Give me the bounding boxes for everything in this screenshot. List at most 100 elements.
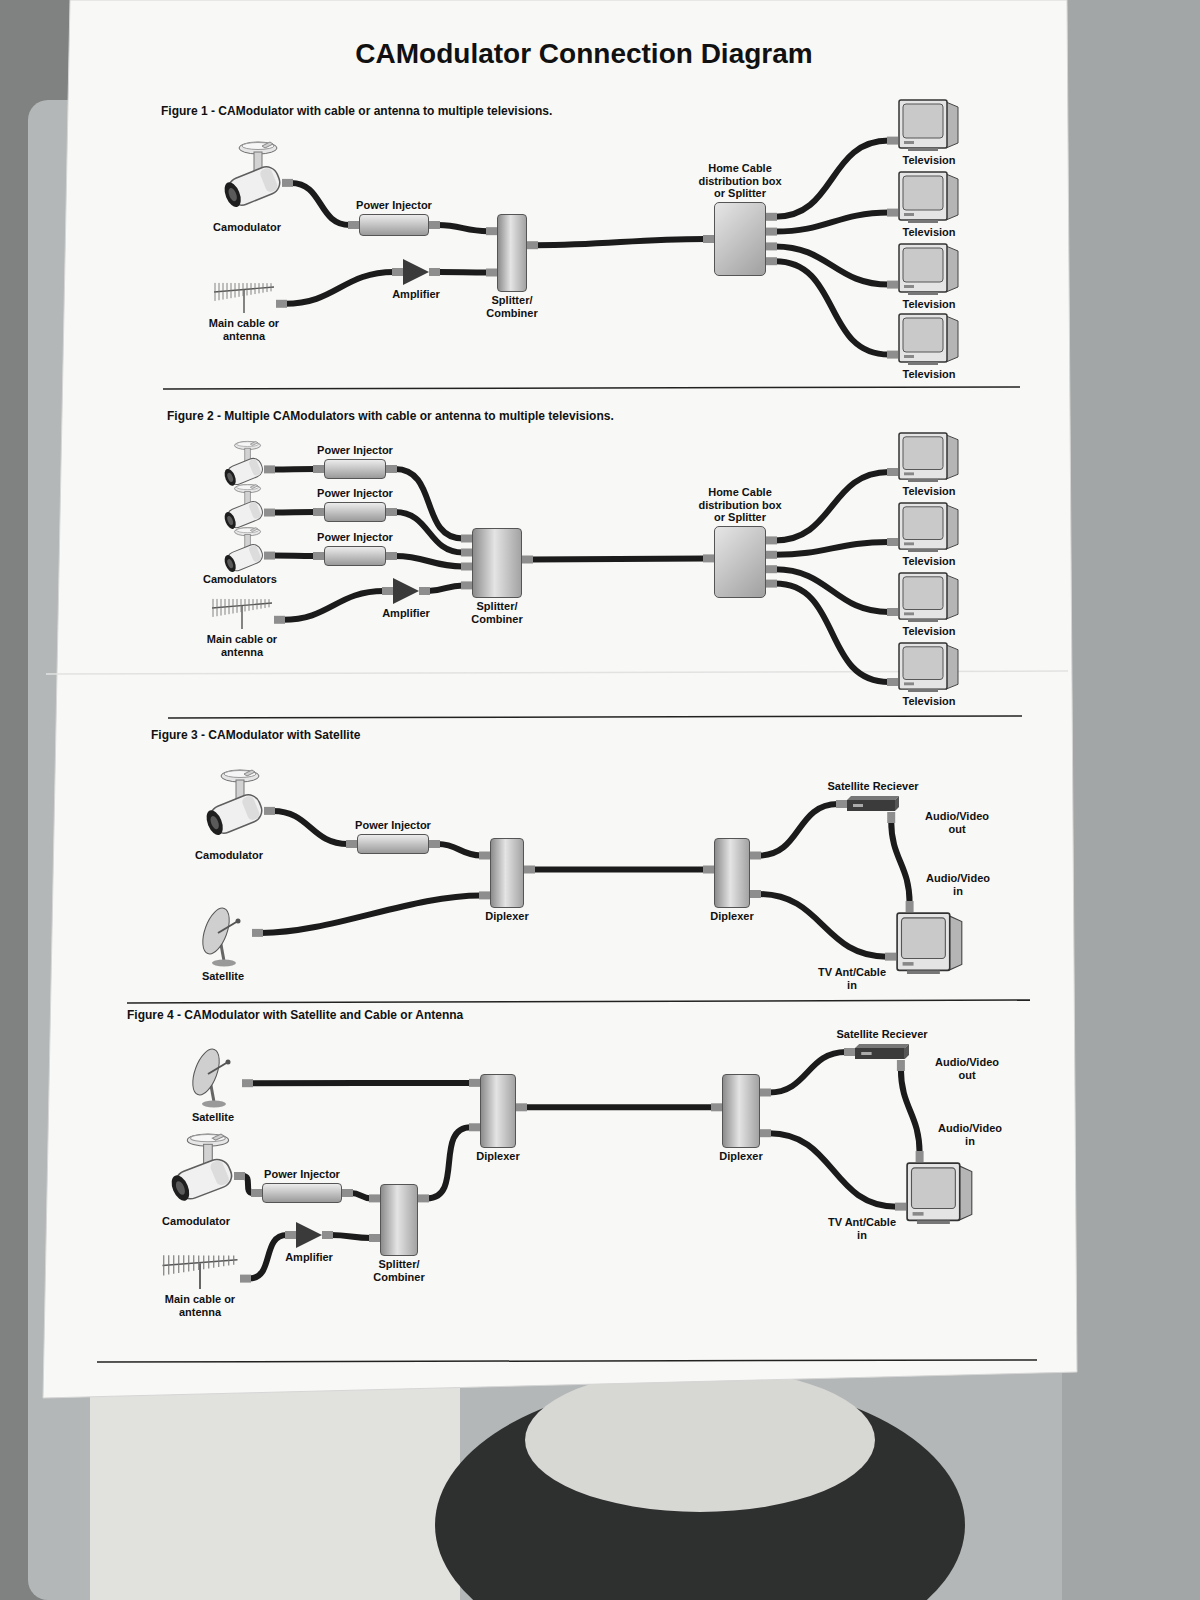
icon-part	[168, 1255, 169, 1274]
cable-plug	[274, 616, 285, 624]
cable-plug	[264, 552, 275, 560]
icon-part	[904, 355, 914, 358]
coax-cable	[766, 141, 898, 217]
television-icon: Television	[898, 171, 960, 223]
icon-part	[263, 283, 264, 293]
coax-cable	[429, 225, 497, 231]
television-icon	[898, 243, 960, 295]
icon-part	[222, 528, 265, 575]
separator-line	[163, 387, 1020, 389]
cable-line	[891, 821, 909, 903]
node-label: Power Injector	[317, 531, 393, 544]
icon-part	[946, 246, 958, 292]
cable-plug	[887, 538, 898, 546]
television-icon: Television	[898, 502, 960, 552]
icon-part	[202, 1101, 226, 1108]
node-label: Splitter/ Combiner	[370, 1258, 428, 1283]
icon-part	[247, 283, 248, 295]
icon-part	[250, 528, 258, 532]
coax-cable	[386, 556, 472, 567]
cable-plug	[348, 221, 359, 229]
separator-line	[97, 1360, 1037, 1362]
coax-cable	[766, 213, 898, 232]
amplifier-triangle: Amplifier	[393, 578, 419, 604]
cable-plug	[766, 580, 777, 588]
satellite-dish: Satellite	[184, 1046, 242, 1108]
icon-part	[895, 796, 899, 811]
coax-cable	[766, 542, 898, 555]
figure-caption: Figure 2 - Multiple CAModulators with ca…	[167, 409, 614, 423]
cable-line	[769, 1052, 846, 1093]
coax-cable	[766, 261, 898, 354]
cable-plug	[887, 351, 898, 359]
coax-cable	[322, 1235, 380, 1238]
icon-part	[903, 962, 914, 966]
cable-line	[283, 591, 384, 620]
node-label: Main cable or antenna	[161, 1293, 239, 1318]
icon-part	[904, 612, 914, 615]
cable-plug	[897, 1060, 905, 1071]
icon-part	[218, 1255, 219, 1267]
television-icon	[898, 171, 960, 223]
cable-line	[249, 1235, 287, 1279]
node-label: Diplexer	[719, 1150, 762, 1163]
cable-line	[759, 804, 838, 856]
icon-part	[861, 1052, 871, 1055]
television-icon: Audio/Video inTV Ant/Cable in	[906, 1162, 974, 1224]
icon-part	[221, 163, 283, 210]
cable-line	[759, 894, 887, 957]
icon-part	[847, 796, 899, 800]
icon-part	[908, 362, 938, 365]
icon-part	[908, 689, 938, 692]
television-icon: Television	[898, 642, 960, 692]
television-icon: Audio/Video inTV Ant/Cable in	[896, 912, 964, 974]
icon-part	[212, 1134, 224, 1140]
node-label: Splitter/ Combiner	[468, 600, 526, 625]
cable-line	[775, 584, 889, 682]
icon-part	[248, 544, 262, 562]
node-label: Camodulator	[195, 849, 263, 862]
icon-part	[946, 505, 958, 549]
cable-plug	[516, 1103, 527, 1111]
cable-plug	[469, 1079, 480, 1087]
cable-line	[775, 261, 889, 354]
cable-plug	[276, 300, 287, 308]
television-icon	[898, 99, 960, 151]
node-label: TV Ant/Cable in	[824, 1216, 900, 1241]
cable-line	[775, 569, 889, 612]
power-injector-box: Power Injector	[357, 834, 429, 854]
icon-part	[215, 283, 216, 301]
cable-plug	[844, 1048, 855, 1056]
antenna-icon	[210, 596, 274, 630]
separator-line	[127, 1000, 1030, 1003]
cable-plug	[479, 852, 490, 860]
node-label: Satellite Reciever	[836, 1028, 927, 1041]
cable-plug	[242, 1079, 253, 1087]
cable-plug	[386, 552, 397, 560]
node-label: Satellite	[202, 970, 244, 983]
camera-icon	[212, 140, 282, 218]
camera-icon	[194, 768, 264, 846]
icon-part	[193, 1255, 194, 1270]
cable-plug	[887, 281, 898, 289]
cable-plug	[750, 852, 761, 860]
icon-part	[227, 187, 239, 203]
icon-part	[226, 558, 234, 569]
icon-part	[946, 645, 958, 689]
cable-plug	[766, 565, 777, 573]
icon-part	[237, 528, 259, 533]
cable-plug	[429, 840, 440, 848]
icon-part	[903, 318, 943, 352]
coax-cable	[282, 183, 359, 225]
node-label: Television	[903, 485, 956, 498]
icon-part	[174, 1180, 187, 1196]
satellite-receiver: Satellite RecieverAudio/Video out	[847, 796, 899, 812]
node-label: Home Cable distribution box or Splitter	[696, 162, 784, 200]
node-label: Audio/Video in	[934, 1122, 1006, 1147]
icon-part	[899, 573, 947, 619]
antenna-icon	[212, 280, 276, 314]
coax-cable	[522, 558, 714, 559]
television-icon: Television	[898, 313, 960, 365]
cable-plug	[346, 840, 357, 848]
